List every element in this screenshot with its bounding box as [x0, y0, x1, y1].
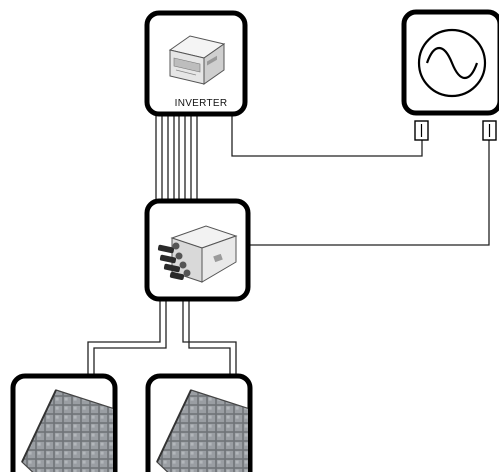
- grid-box: [401, 9, 499, 141]
- junction-box-icon: [157, 225, 238, 283]
- solar-panel-icon: [156, 389, 248, 472]
- junction-box: [144, 198, 251, 302]
- solar-panel-box-1: [10, 373, 118, 472]
- wires: [87, 116, 490, 376]
- inverter-icon: [168, 35, 226, 85]
- wire-junction-panel2-b: [188, 300, 231, 376]
- wire-junction-panel1-b: [93, 300, 167, 376]
- solar-panel-icon: [21, 389, 113, 472]
- dc-bundle-inverter-junction: [155, 116, 198, 201]
- wire-junction-panel1-a: [87, 300, 161, 376]
- inverter-box: INVERTER: [144, 10, 248, 117]
- grid-connector-left: [414, 120, 429, 141]
- grid-connector-right: [482, 120, 497, 141]
- wire-junction-grid: [248, 140, 490, 246]
- inverter-label: INVERTER: [175, 98, 228, 109]
- ac-sine-wave-icon: [417, 28, 487, 98]
- ac-wire-inverter-grid: [231, 116, 423, 157]
- solar-panel-box-2: [145, 373, 253, 472]
- wire-junction-panel2-a: [182, 300, 237, 376]
